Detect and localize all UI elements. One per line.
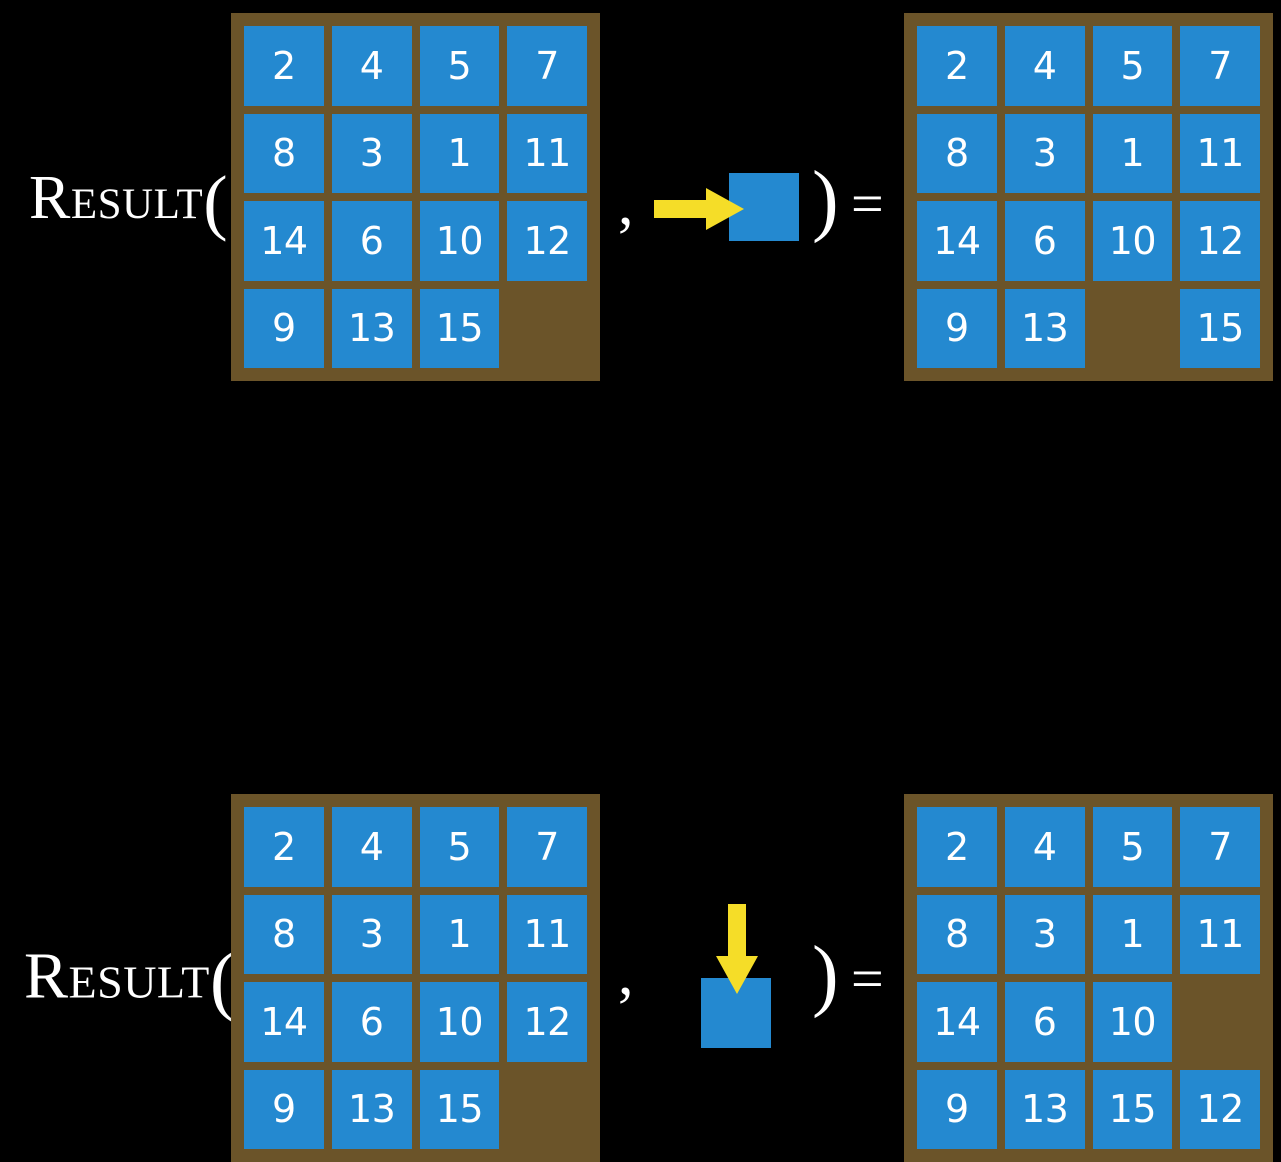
tile[interactable]: 5 (1092, 26, 1173, 106)
tile[interactable]: 9 (244, 1069, 324, 1149)
tile[interactable]: 2 (917, 807, 997, 887)
output-board-row-1: 2 4 5 7 8 3 1 11 14 6 10 12 9 13 15 (904, 13, 1273, 381)
tile[interactable]: 7 (507, 26, 587, 106)
close-paren-row-2: ) (812, 931, 839, 1019)
tile[interactable]: 14 (917, 201, 997, 281)
tile[interactable]: 4 (331, 807, 412, 887)
equals-sign-row-1: = (851, 171, 884, 236)
output-board-row-2: 2 4 5 7 8 3 1 11 14 6 10 9 13 15 12 (904, 794, 1273, 1162)
equation-move-down: Result( 2 4 5 7 8 3 1 11 14 6 10 12 9 13… (0, 390, 1281, 1162)
result-function-label-row-2: Result( (24, 939, 236, 1020)
result-word-row-1: Result (29, 163, 204, 232)
tile[interactable]: 6 (1004, 201, 1085, 281)
tile[interactable]: 9 (917, 1069, 997, 1149)
input-board-row-2: 2 4 5 7 8 3 1 11 14 6 10 12 9 13 15 (231, 794, 600, 1162)
tile[interactable]: 14 (244, 982, 324, 1062)
tile[interactable]: 10 (1092, 982, 1173, 1062)
tile[interactable]: 8 (244, 894, 324, 974)
tile[interactable]: 1 (1092, 113, 1173, 193)
tile[interactable]: 13 (1004, 288, 1085, 368)
tile[interactable]: 15 (419, 288, 500, 368)
tile[interactable]: 10 (1092, 201, 1173, 281)
blank-cell[interactable] (1093, 289, 1173, 369)
close-paren-row-1: ) (812, 156, 839, 244)
tile[interactable]: 3 (1004, 894, 1085, 974)
tile[interactable]: 3 (1004, 113, 1085, 193)
tile[interactable]: 13 (1004, 1069, 1085, 1149)
tile[interactable]: 8 (244, 113, 324, 193)
tile[interactable]: 15 (1092, 1069, 1173, 1149)
arrow-down-icon (716, 904, 758, 994)
blank-cell[interactable] (1180, 982, 1260, 1062)
tile[interactable]: 3 (331, 894, 412, 974)
tile[interactable]: 7 (1180, 807, 1260, 887)
tile[interactable]: 6 (1004, 982, 1085, 1062)
tile[interactable]: 11 (507, 894, 587, 974)
tile[interactable]: 1 (419, 894, 500, 974)
blank-cell[interactable] (507, 1070, 587, 1150)
tile[interactable]: 15 (1180, 288, 1260, 368)
tile[interactable]: 1 (1092, 894, 1173, 974)
tile[interactable]: 5 (419, 26, 500, 106)
tile[interactable]: 13 (331, 1069, 412, 1149)
tile[interactable]: 6 (331, 982, 412, 1062)
tile[interactable]: 5 (1092, 807, 1173, 887)
tile[interactable]: 4 (1004, 26, 1085, 106)
equation-move-right: Result( 2 4 5 7 8 3 1 11 14 6 10 12 9 13… (0, 0, 1281, 390)
result-word-row-2: Result (24, 939, 210, 1013)
tile[interactable]: 4 (1004, 807, 1085, 887)
tile[interactable]: 9 (917, 288, 997, 368)
tile[interactable]: 7 (507, 807, 587, 887)
tile[interactable]: 7 (1180, 26, 1260, 106)
tile[interactable]: 12 (1180, 1069, 1260, 1149)
equals-sign-row-2: = (851, 946, 884, 1011)
tile[interactable]: 3 (331, 113, 412, 193)
tile[interactable]: 11 (1180, 894, 1260, 974)
open-paren-row-1: ( (203, 161, 229, 242)
blank-tile-glyph-row-1 (729, 173, 799, 241)
tile[interactable]: 10 (419, 201, 500, 281)
tile[interactable]: 13 (331, 288, 412, 368)
blank-cell[interactable] (507, 289, 587, 369)
tile[interactable]: 1 (419, 113, 500, 193)
input-board-row-1: 2 4 5 7 8 3 1 11 14 6 10 12 9 13 15 (231, 13, 600, 381)
tile[interactable]: 11 (507, 113, 587, 193)
tile[interactable]: 10 (419, 982, 500, 1062)
tile[interactable]: 2 (917, 26, 997, 106)
tile[interactable]: 8 (917, 894, 997, 974)
result-function-label-row-1: Result( (29, 165, 228, 238)
tile[interactable]: 6 (331, 201, 412, 281)
argument-separator-row-1: , (618, 170, 634, 238)
tile[interactable]: 11 (1180, 113, 1260, 193)
tile[interactable]: 4 (331, 26, 412, 106)
move-operator-row-2 (690, 890, 800, 1070)
tile[interactable]: 9 (244, 288, 324, 368)
tile[interactable]: 15 (419, 1069, 500, 1149)
tile[interactable]: 2 (244, 26, 324, 106)
tile[interactable]: 8 (917, 113, 997, 193)
tile[interactable]: 14 (244, 201, 324, 281)
tile[interactable]: 2 (244, 807, 324, 887)
move-operator-row-1 (650, 160, 810, 260)
tile[interactable]: 12 (507, 201, 587, 281)
tile[interactable]: 5 (419, 807, 500, 887)
argument-separator-row-2: , (618, 940, 634, 1008)
arrow-right-icon (654, 188, 744, 230)
tile[interactable]: 14 (917, 982, 997, 1062)
tile[interactable]: 12 (1180, 201, 1260, 281)
tile[interactable]: 12 (507, 982, 587, 1062)
